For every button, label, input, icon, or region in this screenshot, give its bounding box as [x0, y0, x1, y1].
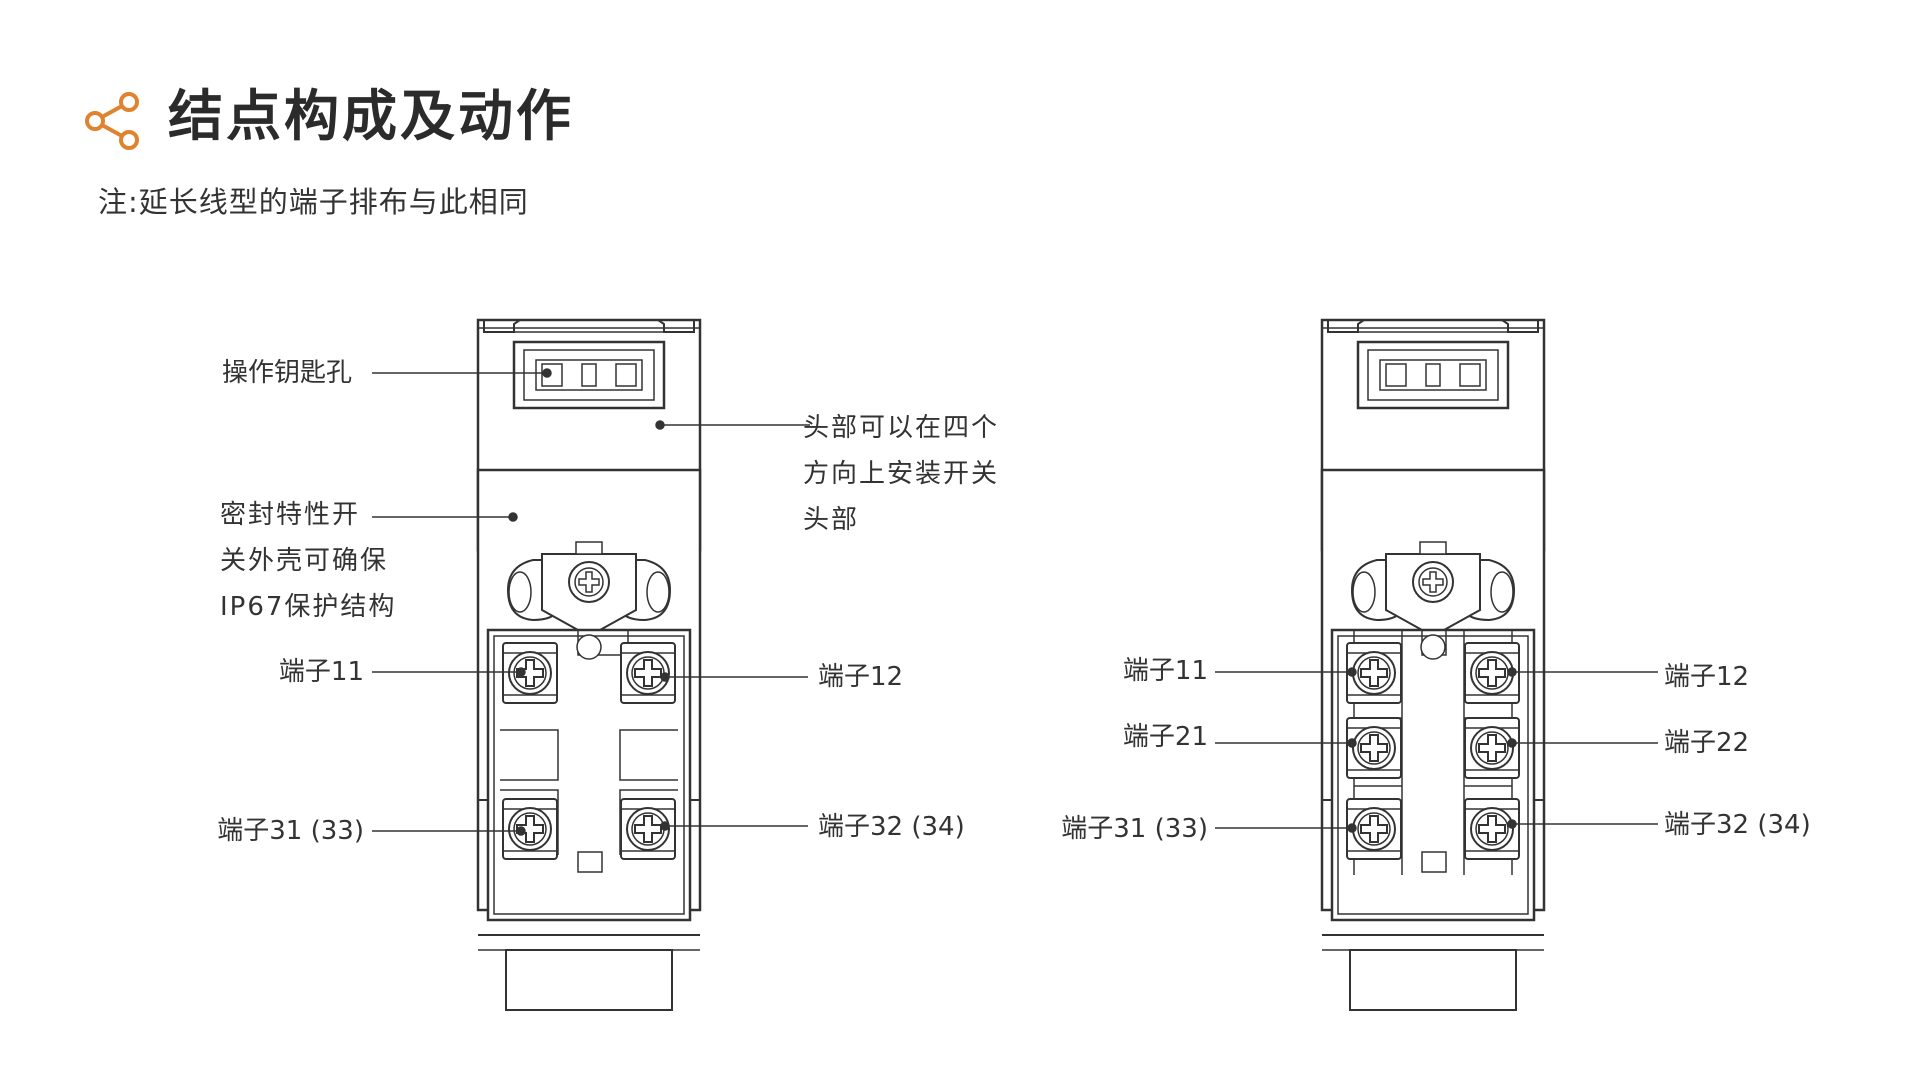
share-icon	[85, 92, 139, 150]
label-seal-note: 密封特性开 关外壳可确保 IP67保护结构	[220, 492, 396, 630]
label-right-terminal-12: 端子12	[1664, 662, 1750, 692]
label-right-terminal-11: 端子11	[1122, 656, 1208, 686]
label-head-note-line2: 方向上安装开关	[803, 459, 1000, 489]
page-title: 结点构成及动作	[168, 84, 575, 148]
label-key-hole: 操作钥匙孔	[222, 358, 353, 388]
label-head-note-line1: 头部可以在四个	[803, 413, 1000, 443]
label-left-terminal-32: 端子32 (34)	[818, 812, 965, 842]
label-head-note-line3: 头部	[803, 505, 860, 535]
label-seal-note-line1: 密封特性开	[220, 500, 361, 530]
right-callout-lines	[1215, 667, 1658, 833]
label-right-terminal-22: 端子22	[1664, 728, 1750, 758]
label-left-terminal-31: 端子31 (33)	[217, 816, 364, 846]
note-text: 注:延长线型的端子排布与此相同	[98, 185, 529, 219]
label-left-terminal-12: 端子12	[818, 662, 904, 692]
label-left-terminal-11: 端子11	[278, 657, 364, 687]
label-right-terminal-21: 端子21	[1122, 722, 1208, 752]
label-seal-note-line3: IP67保护结构	[220, 592, 397, 622]
label-seal-note-line2: 关外壳可确保	[220, 546, 389, 576]
right-switch-drawing	[1320, 318, 1546, 1012]
label-head-note: 头部可以在四个 方向上安装开关 头部	[803, 405, 999, 543]
left-callout-lines	[372, 368, 810, 836]
label-right-terminal-31: 端子31 (33)	[1061, 814, 1208, 844]
label-right-terminal-32: 端子32 (34)	[1664, 810, 1811, 840]
left-switch-drawing	[476, 318, 702, 1012]
